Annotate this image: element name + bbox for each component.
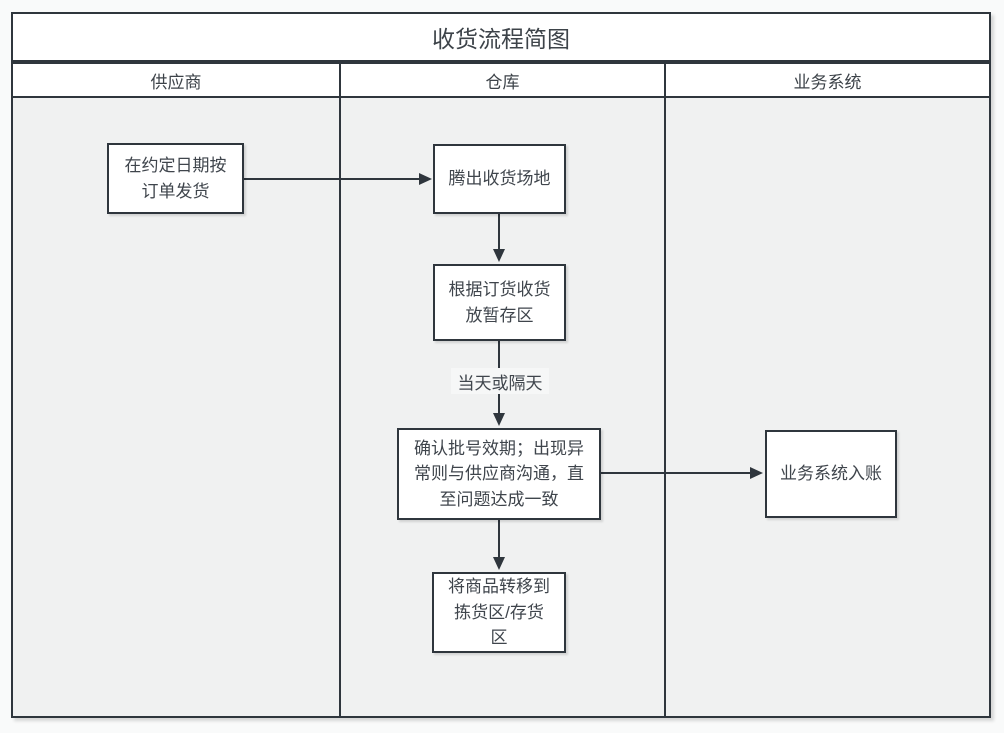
edge-clear-to-temp-line xyxy=(498,214,500,250)
edge-confirm-to-book-line xyxy=(601,472,751,474)
node-clear-receiving-area: 腾出收货场地 xyxy=(433,144,566,214)
lane-header-supplier: 供应商 xyxy=(11,62,341,98)
arrowhead-down-icon xyxy=(493,413,505,426)
node-confirm-batch-expiry: 确认批号效期；出现异 常则与供应商沟通，直 至问题达成一致 xyxy=(397,428,601,520)
lane-divider-1 xyxy=(339,98,341,716)
lane-header-warehouse: 仓库 xyxy=(339,62,666,98)
node-business-system-booking: 业务系统入账 xyxy=(765,430,897,518)
edge-confirm-to-transfer-line xyxy=(498,520,500,558)
node-ship-on-agreed-date: 在约定日期按 订单发货 xyxy=(107,143,244,214)
diagram-title: 收货流程简图 xyxy=(11,12,991,62)
arrowhead-right-icon xyxy=(750,467,763,479)
arrowhead-right-icon xyxy=(419,173,432,185)
arrowhead-down-icon xyxy=(493,557,505,570)
lane-header-business-system: 业务系统 xyxy=(664,62,991,98)
arrowhead-down-icon xyxy=(493,249,505,262)
edge-ship-to-clear-line xyxy=(244,178,420,180)
lane-divider-2 xyxy=(664,98,666,716)
edge-label-timing: 当天或隔天 xyxy=(451,368,549,394)
node-transfer-to-picking-storage: 将商品转移到 拣货区/存货 区 xyxy=(432,572,566,653)
node-receive-to-temp-zone: 根据订货收货 放暂存区 xyxy=(433,264,566,341)
